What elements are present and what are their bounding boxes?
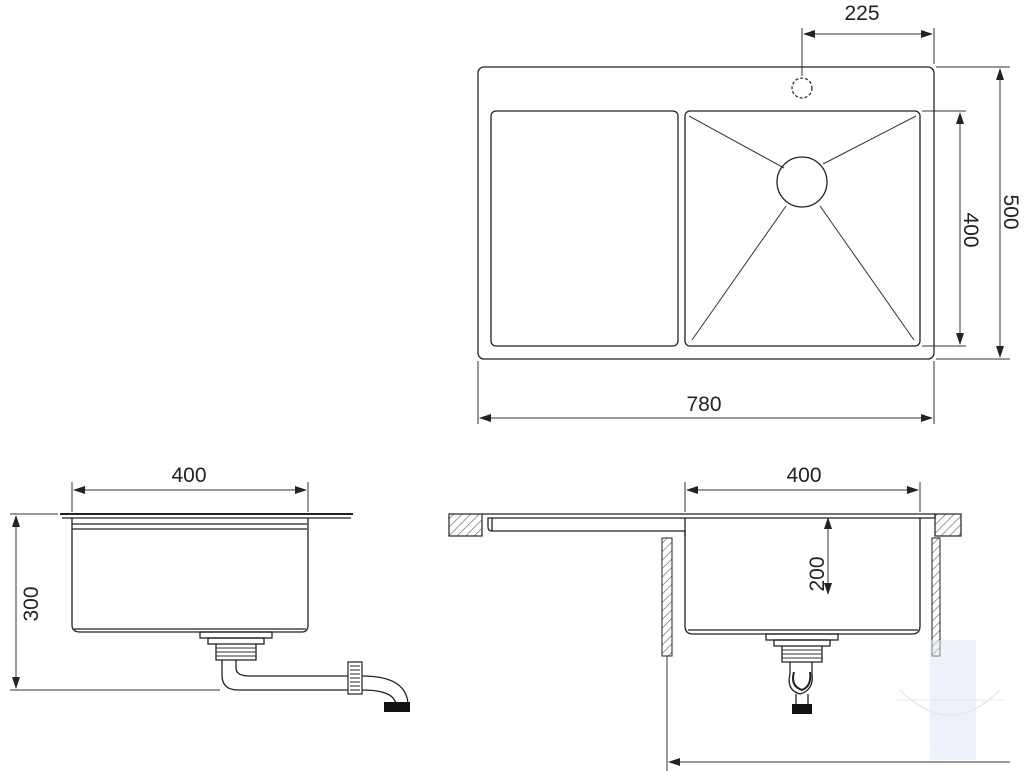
bowl-slope-lines: [688, 115, 917, 341]
drain-circle: [776, 156, 828, 208]
dimension-label-bowl-depth: 400: [959, 212, 982, 247]
dimension-front-bowl-depth: 200: [806, 517, 832, 595]
dimension-tap-offset: 225: [801, 2, 935, 76]
dimension-label-front-bowl-depth: 200: [806, 556, 829, 591]
dimension-front-bowl-width: 400: [684, 464, 921, 512]
dimension-label-overall-depth: 500: [999, 194, 1022, 229]
front-right-counter-block: [934, 513, 962, 537]
tap-hole: [791, 77, 813, 99]
front-cabinet-wall-right: [931, 537, 941, 657]
dimension-label-front-bowl-width: 400: [786, 464, 821, 487]
dimension-label-side-height: 300: [20, 586, 43, 621]
dimension-overall-depth: 500: [936, 66, 1022, 360]
dimension-bowl-depth: 400: [922, 110, 982, 347]
dimension-overall-width: 780: [477, 361, 935, 424]
front-cabinet-wall-left: [661, 537, 673, 657]
side-trap-outlet: [384, 702, 410, 712]
side-bowl-body: [71, 518, 309, 633]
watermark-logo: [896, 640, 1004, 760]
top-view: 225 500 400 780: [477, 2, 1022, 424]
sink-outline: [477, 66, 935, 360]
dimension-side-bowl-width: 400: [71, 464, 309, 512]
front-drain-assembly: [765, 633, 839, 714]
side-section-view: 400 300: [10, 464, 410, 712]
front-left-counter-block: [448, 513, 483, 537]
dimension-label-side-bowl-width: 400: [171, 464, 206, 487]
dimension-label-overall-width: 780: [686, 393, 721, 416]
front-section-view: 400 200: [448, 464, 1010, 771]
front-bowl-body: [684, 518, 921, 635]
front-drainboard-profile: [482, 513, 936, 536]
dimension-label-tap-offset: 225: [844, 2, 879, 25]
bowl-outline: [684, 110, 921, 347]
drainboard-outline: [490, 110, 679, 347]
dimension-side-height: 300: [10, 513, 220, 691]
side-drain-assembly: [199, 631, 410, 712]
dimension-front-bottom-extent: [666, 656, 1010, 771]
front-trap-outlet: [792, 704, 812, 714]
